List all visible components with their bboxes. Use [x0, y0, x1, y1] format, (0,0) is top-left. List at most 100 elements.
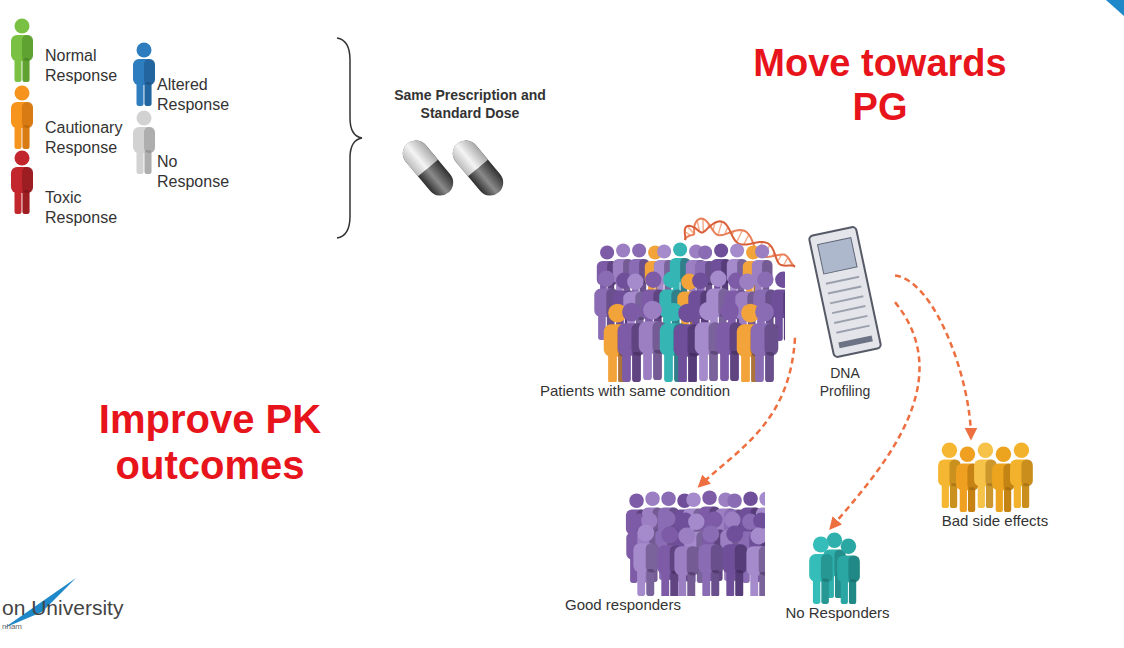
person-figure	[751, 303, 779, 382]
person-leg	[996, 483, 1003, 512]
person-leg	[608, 348, 617, 382]
helix-rung	[783, 257, 788, 265]
person-head	[841, 539, 856, 554]
person-leg	[622, 347, 631, 382]
person-shade	[646, 569, 654, 596]
capsule	[397, 135, 458, 201]
person-body	[698, 544, 723, 573]
person-shade	[821, 554, 833, 582]
dna-chip: DNA Profiling	[795, 222, 895, 400]
person-leg	[726, 566, 734, 597]
corner-mark	[1106, 0, 1124, 16]
person-icon	[130, 110, 158, 174]
group-illustration	[795, 222, 895, 364]
group-label: Good responders	[560, 596, 765, 614]
responder-group: Good responders	[560, 488, 765, 614]
person-shade	[848, 556, 859, 583]
person-shade	[735, 544, 747, 573]
person-body	[809, 554, 832, 582]
legend-text: Toxic Response	[45, 188, 137, 228]
person-body	[722, 544, 747, 573]
person-figure	[11, 86, 33, 150]
person-head	[137, 111, 152, 126]
person-body	[633, 543, 658, 572]
person-head	[996, 447, 1011, 462]
person-shade	[968, 487, 975, 512]
person-shade	[646, 543, 658, 572]
person-head	[598, 271, 614, 287]
person-head	[978, 443, 993, 458]
person-icon	[8, 18, 36, 82]
person-head	[692, 273, 708, 289]
logo-subtext: nham	[2, 622, 62, 631]
chip-line	[832, 306, 865, 313]
person-head	[678, 528, 695, 545]
person-figure	[746, 528, 765, 596]
arrow-line	[895, 275, 971, 438]
person-leg	[15, 54, 22, 82]
person-head	[720, 302, 739, 321]
person-leg	[741, 348, 750, 382]
person-head	[727, 493, 742, 508]
person-body	[837, 556, 860, 583]
dashed-arrow	[895, 275, 971, 438]
person-head	[661, 527, 678, 544]
label-slot: Improve PK outcomes	[55, 396, 365, 488]
person-leg	[750, 568, 758, 597]
person-shade	[735, 570, 743, 596]
person-head	[757, 272, 773, 288]
chip-window	[818, 238, 857, 274]
person-head	[755, 303, 774, 322]
person-icon	[8, 150, 36, 214]
person-shade	[22, 102, 33, 128]
person-shade	[711, 570, 719, 596]
person-body	[751, 323, 779, 356]
person-leg	[15, 121, 22, 149]
chip-line	[828, 287, 861, 294]
person-shade	[1021, 460, 1032, 487]
person-shade	[709, 351, 718, 381]
legend-text: Altered Response	[157, 75, 249, 115]
arrow-line	[699, 338, 795, 486]
person-head	[137, 43, 152, 58]
group-label: Patients with same condition	[535, 382, 785, 400]
group-illustration	[535, 240, 785, 382]
person-icon	[130, 42, 158, 106]
person-shade	[653, 350, 662, 380]
person-head	[750, 528, 765, 545]
person-head	[730, 243, 744, 257]
slide-heading: Improve PK outcomes	[55, 396, 365, 488]
chip-strip	[838, 335, 873, 348]
legend-text: Normal Response	[45, 46, 137, 86]
person-shade	[759, 546, 765, 575]
person-shade	[670, 571, 678, 596]
person-head	[702, 490, 717, 505]
person-leg	[1014, 479, 1021, 508]
person-shade	[765, 323, 779, 356]
group-illustration	[770, 530, 905, 604]
person-head	[813, 537, 829, 553]
person-head	[622, 303, 641, 322]
person-leg	[978, 479, 985, 508]
person-icon	[8, 85, 36, 149]
curly-brace	[337, 38, 362, 238]
person-shade	[632, 352, 641, 382]
person-leg	[637, 565, 645, 597]
dose-caption: Same Prescription and Standard Dose	[372, 86, 568, 122]
legend-entry: No Response	[157, 152, 249, 192]
person-leg	[960, 483, 967, 512]
person-body	[11, 35, 33, 61]
helix-rung	[702, 219, 704, 232]
person-shade	[783, 290, 785, 318]
person-head	[1014, 443, 1029, 458]
person-leg	[755, 347, 764, 382]
person-head	[714, 243, 728, 257]
legend-entry: Cautionary Response	[45, 118, 137, 158]
person-body	[1010, 460, 1033, 487]
dashed-arrow	[699, 338, 795, 486]
person-shade	[1004, 487, 1011, 512]
person-head	[616, 243, 630, 257]
chip-body	[809, 226, 882, 357]
person-leg	[678, 348, 687, 382]
